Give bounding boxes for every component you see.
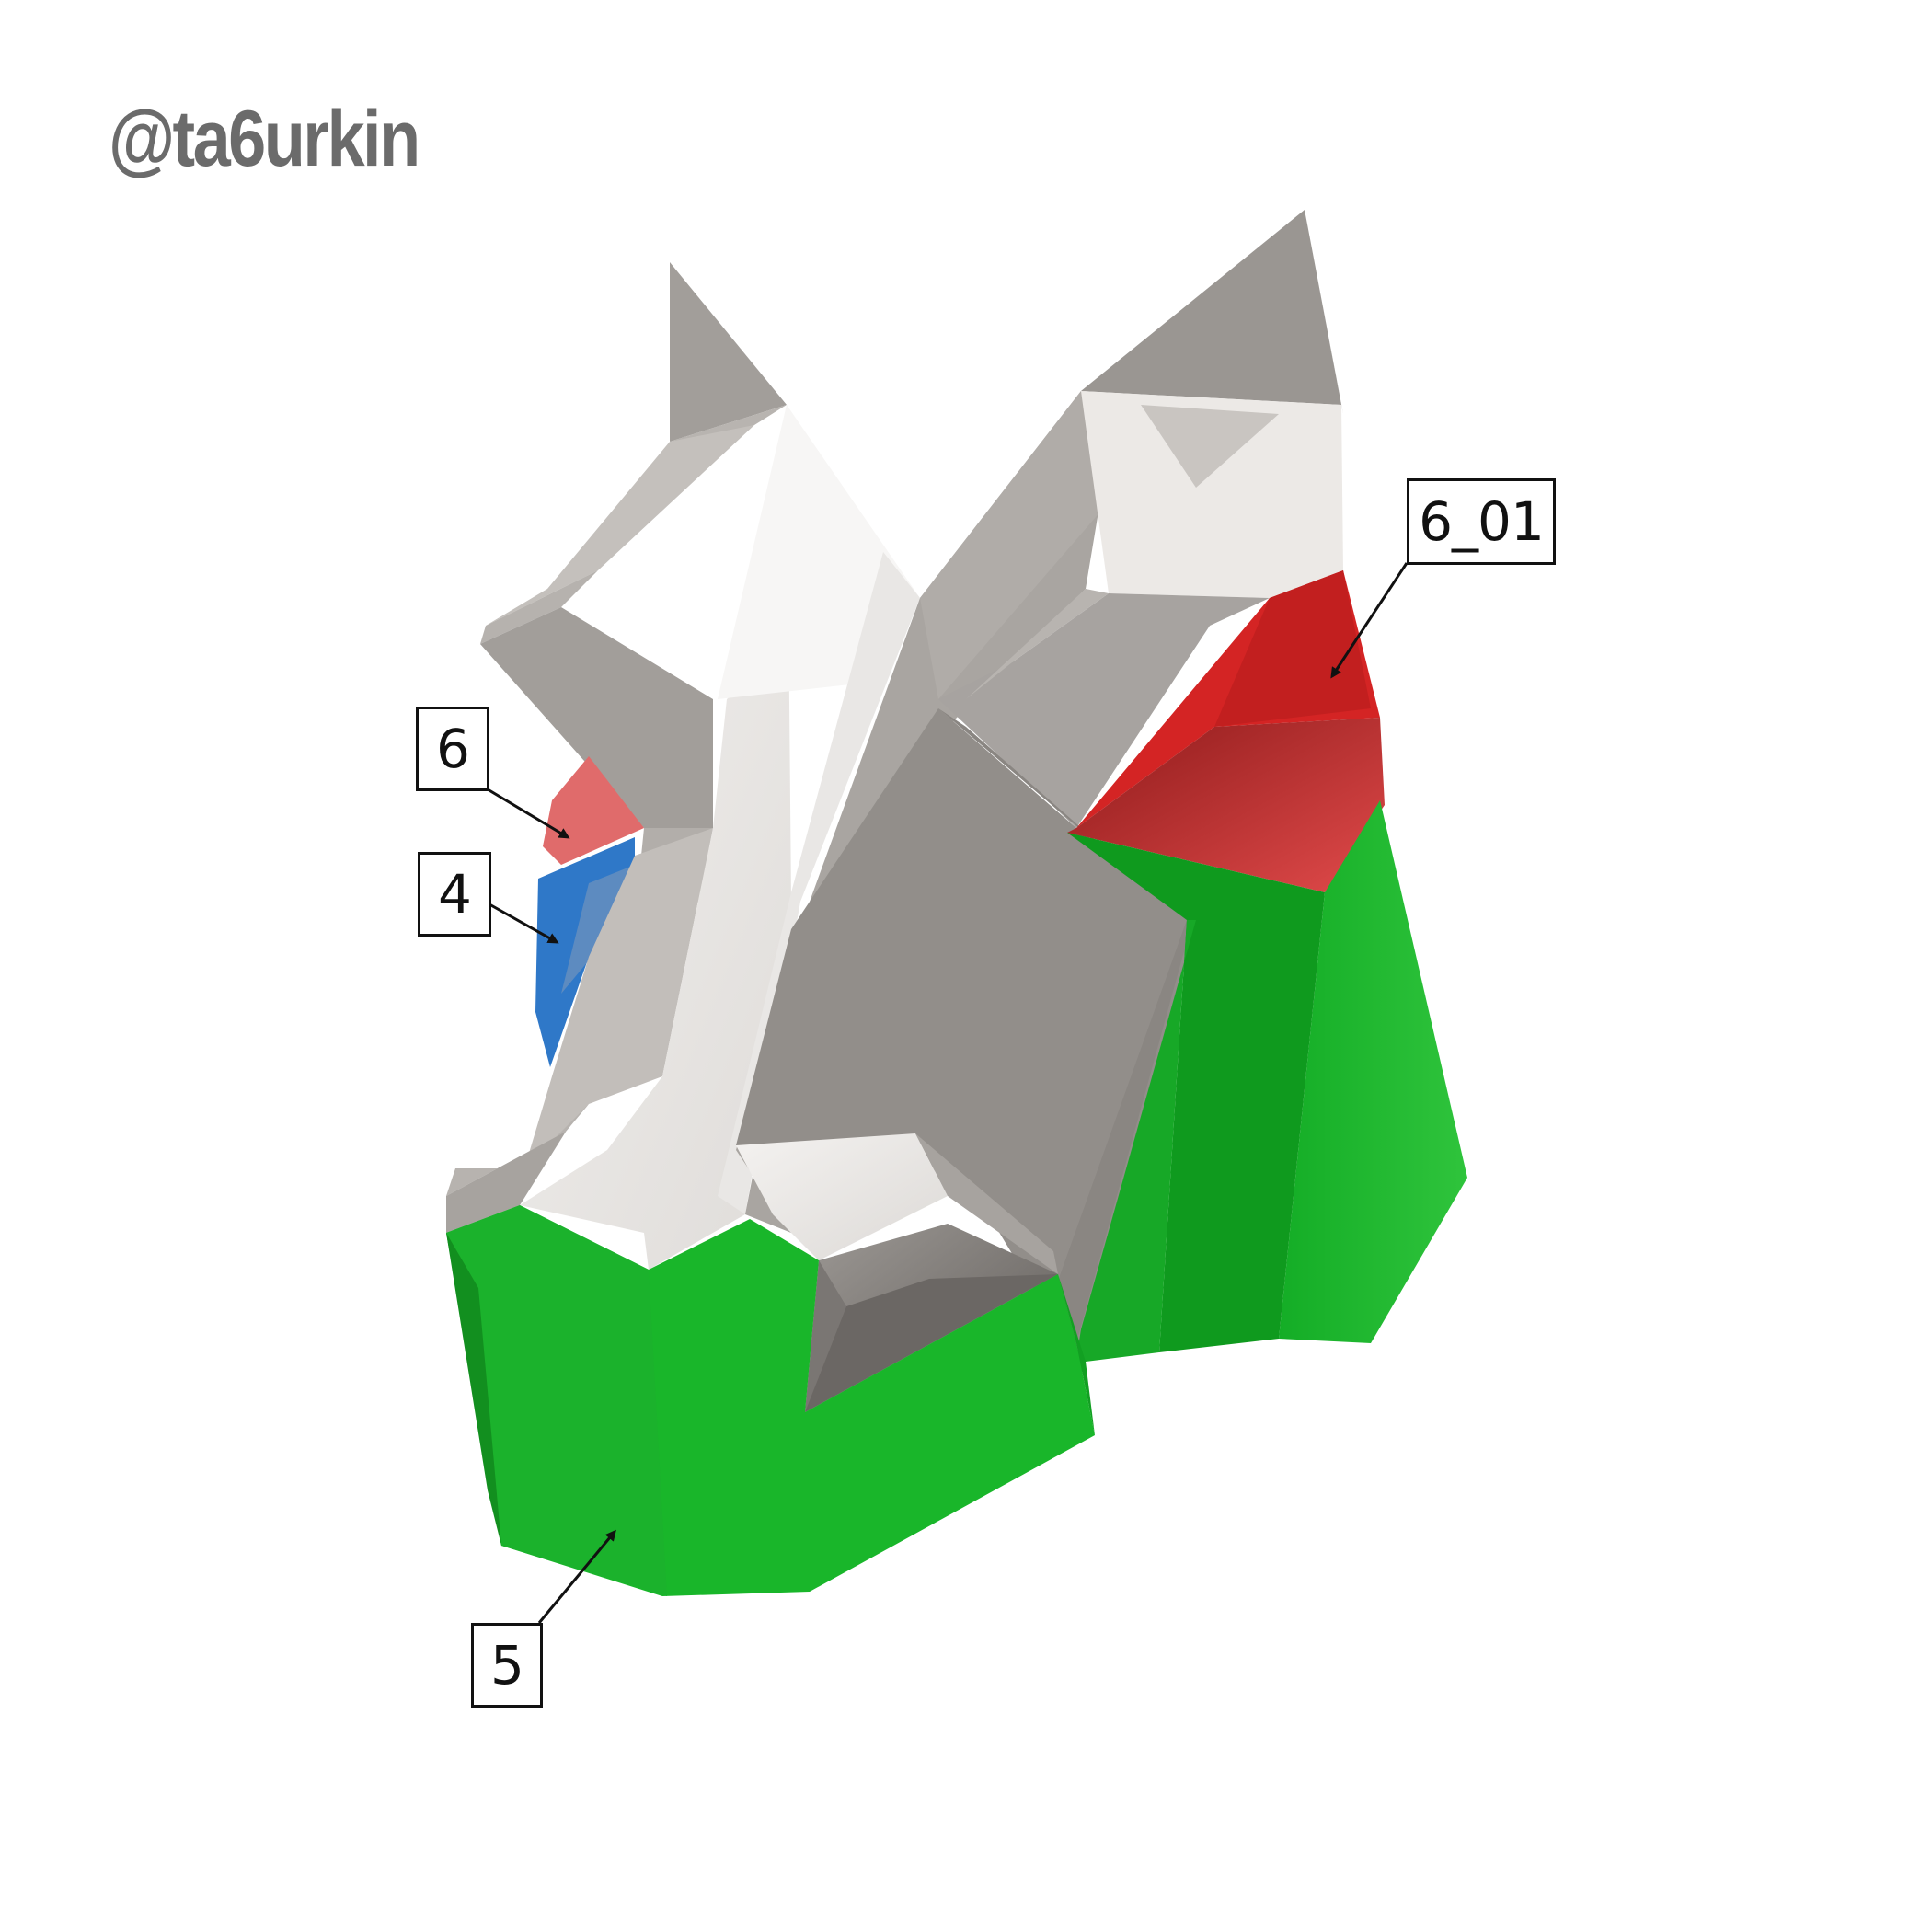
callout-label: 6 — [436, 718, 470, 780]
callout-6-01: 6_01 — [1407, 478, 1556, 565]
callout-label: 4 — [438, 863, 472, 926]
part-5-green-back — [1279, 800, 1467, 1343]
callout-4: 4 — [418, 852, 491, 937]
left-ear — [480, 262, 787, 920]
side-panel — [736, 708, 1196, 1362]
left-cheek — [524, 828, 713, 1168]
watermark: @ta6urkin — [109, 95, 420, 183]
callout-5: 5 — [471, 1623, 543, 1708]
callout-label: 6_01 — [1419, 490, 1545, 553]
callout-label: 5 — [490, 1634, 524, 1696]
right-brow — [938, 593, 1270, 828]
callout-6: 6 — [416, 707, 489, 791]
part-6-01-red-lower — [1067, 718, 1385, 892]
right-ear — [1081, 210, 1343, 598]
